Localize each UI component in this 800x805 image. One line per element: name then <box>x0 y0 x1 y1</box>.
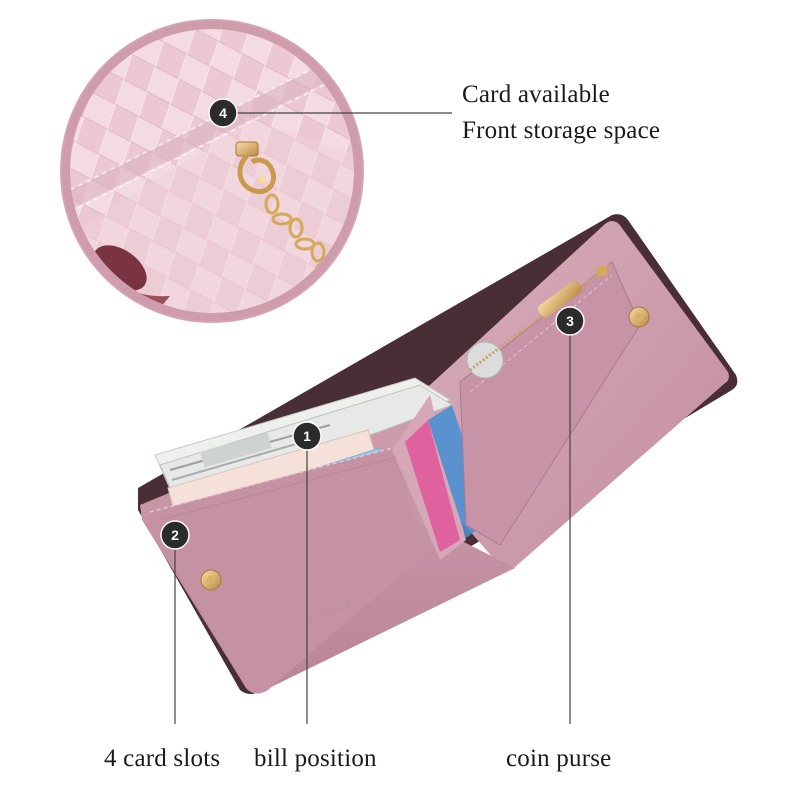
svg-text:1: 1 <box>303 428 311 444</box>
badge-2: 2 <box>160 520 190 550</box>
bill-position-label: bill position <box>254 745 377 772</box>
leader-lines <box>174 112 571 724</box>
zoom-detail-circle <box>60 19 364 323</box>
gold-clasp <box>235 141 276 194</box>
wallet: 交通银行 招商银行 天府通 LUSELE <box>138 214 738 694</box>
front-storage-title: Card available <box>462 81 610 108</box>
front-storage-subtitle: Front storage space <box>462 117 661 144</box>
badge-4: 4 <box>208 98 238 128</box>
coin-purse-label: coin purse <box>506 745 612 772</box>
svg-text:4: 4 <box>219 105 227 121</box>
badge-3: 3 <box>555 306 585 336</box>
svg-text:2: 2 <box>171 527 179 543</box>
card-slots-label: 4 card slots <box>104 745 221 772</box>
zipper-pull <box>538 266 607 317</box>
svg-text:3: 3 <box>566 313 574 329</box>
badge-1: 1 <box>292 421 322 451</box>
